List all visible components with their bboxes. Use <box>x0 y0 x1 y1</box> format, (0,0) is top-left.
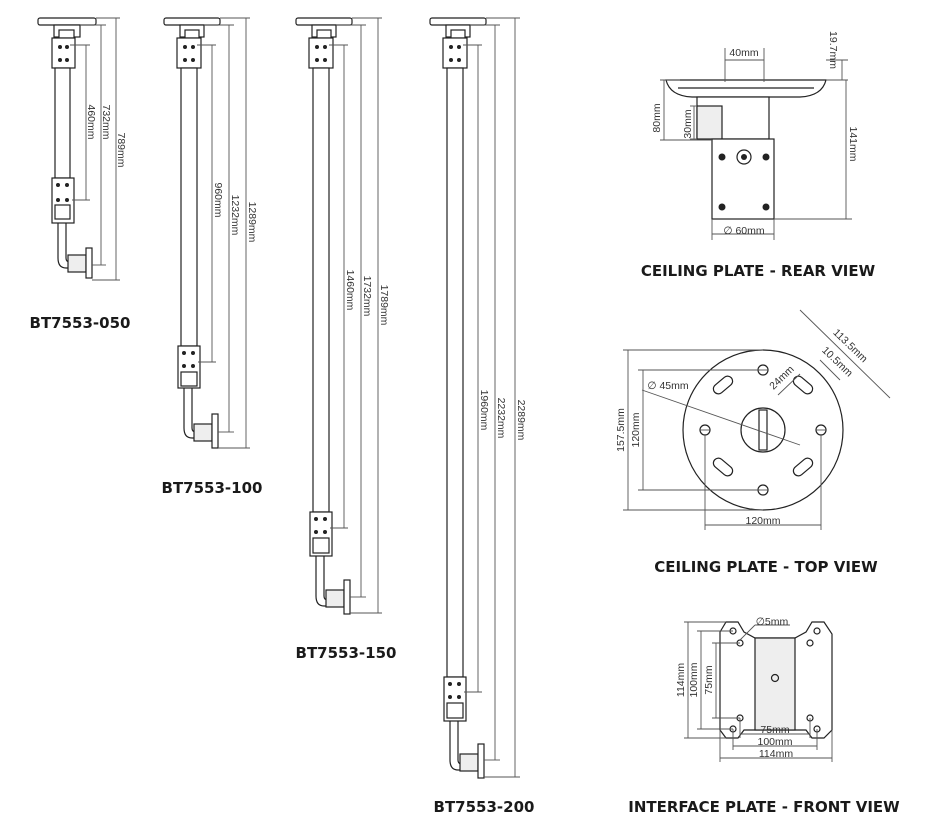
dimension-lines <box>463 17 520 778</box>
model-name: BT7553-050 <box>30 314 131 332</box>
pole <box>180 67 198 347</box>
dim-label: 100mm <box>757 736 792 748</box>
dim-label: 1960mm <box>478 390 490 431</box>
dim-label: ∅ 45mm <box>647 380 688 392</box>
dim-label: 114mm <box>675 663 687 697</box>
dim-label: 19.7mm <box>827 31 839 69</box>
view-caption: CEILING PLATE - REAR VIEW <box>641 262 876 280</box>
mount-bt7553-200: 1960mm 2232mm 2289mm BT7553-200 <box>429 17 535 816</box>
dim-label: 40mm <box>729 47 758 59</box>
dim-label: 2289mm <box>515 400 527 441</box>
ceiling-plate-top-view: 113.5mm 10.5mm 24mm ∅ 45mm 157.5mm 120mm… <box>615 309 891 576</box>
dim-label: 1289mm <box>246 202 258 243</box>
upper-clamp <box>442 37 468 69</box>
dim-label: 120mm <box>745 515 780 527</box>
interface-plate-channel <box>754 637 796 731</box>
lower-clamp-window <box>54 204 71 220</box>
dimension-lines <box>329 17 382 614</box>
dim-label: 1732mm <box>361 276 373 317</box>
pole <box>446 67 464 678</box>
dimension-lines <box>623 309 891 530</box>
dim-label: 157.5mm <box>615 408 627 452</box>
dim-label: 732mm <box>100 104 112 139</box>
dim-label: 2232mm <box>495 398 507 439</box>
model-name: BT7553-150 <box>296 644 397 662</box>
dimension-lines <box>660 48 852 240</box>
ceiling-plate <box>37 17 97 26</box>
pole <box>54 67 71 179</box>
neck-window <box>58 29 75 39</box>
dim-label: 75mm <box>703 665 715 694</box>
dim-label: 114mm <box>759 748 793 760</box>
upper-clamp <box>51 37 76 69</box>
dim-label: 1460mm <box>344 270 356 311</box>
dim-label: ∅5mm <box>756 616 789 628</box>
dim-label: ∅ 60mm <box>723 225 764 237</box>
tilt-head <box>67 254 87 273</box>
interface-plate-side <box>85 247 93 279</box>
dimension-lines <box>70 17 120 281</box>
dim-label: 75mm <box>760 724 789 736</box>
dim-label: 460mm <box>85 104 97 139</box>
mount-bt7553-050: 460mm 732mm 789mm BT7553-050 <box>30 17 131 332</box>
mounting-slots <box>712 375 814 477</box>
upper-clamp <box>176 37 202 69</box>
pole <box>312 67 330 513</box>
mount-bt7553-150: 1460mm 1732mm 1789mm BT7553-150 <box>295 17 397 662</box>
dim-label: 960mm <box>212 182 224 217</box>
view-caption: CEILING PLATE - TOP VIEW <box>654 558 878 576</box>
dim-label: 1232mm <box>229 195 241 236</box>
dim-label: 100mm <box>688 662 700 697</box>
model-name: BT7553-200 <box>434 798 535 816</box>
center-hole <box>740 407 786 453</box>
dim-label: 120mm <box>630 412 642 447</box>
dim-label: 1789mm <box>378 285 390 326</box>
dim-label: 789mm <box>115 132 127 167</box>
dim-label: 141mm <box>847 126 859 161</box>
model-name: BT7553-100 <box>162 479 263 497</box>
dim-label: 80mm <box>651 103 663 132</box>
dimension-lines <box>684 621 833 762</box>
mount-bt7553-100: 960mm 1232mm 1289mm BT7553-100 <box>162 17 263 497</box>
interface-plate-front-view: ∅5mm 114mm 100mm 75mm 75mm 100mm 114mm I… <box>628 616 900 816</box>
clamp-bolts <box>58 45 69 62</box>
view-caption: INTERFACE PLATE - FRONT VIEW <box>628 798 900 816</box>
dimension-lines <box>197 17 250 449</box>
upper-clamp <box>308 37 334 69</box>
dim-label: 30mm <box>682 109 694 138</box>
ceiling-plate-rear-view: 40mm 19.7mm 80mm 30mm 141mm ∅ 60mm CEILI… <box>641 31 876 280</box>
